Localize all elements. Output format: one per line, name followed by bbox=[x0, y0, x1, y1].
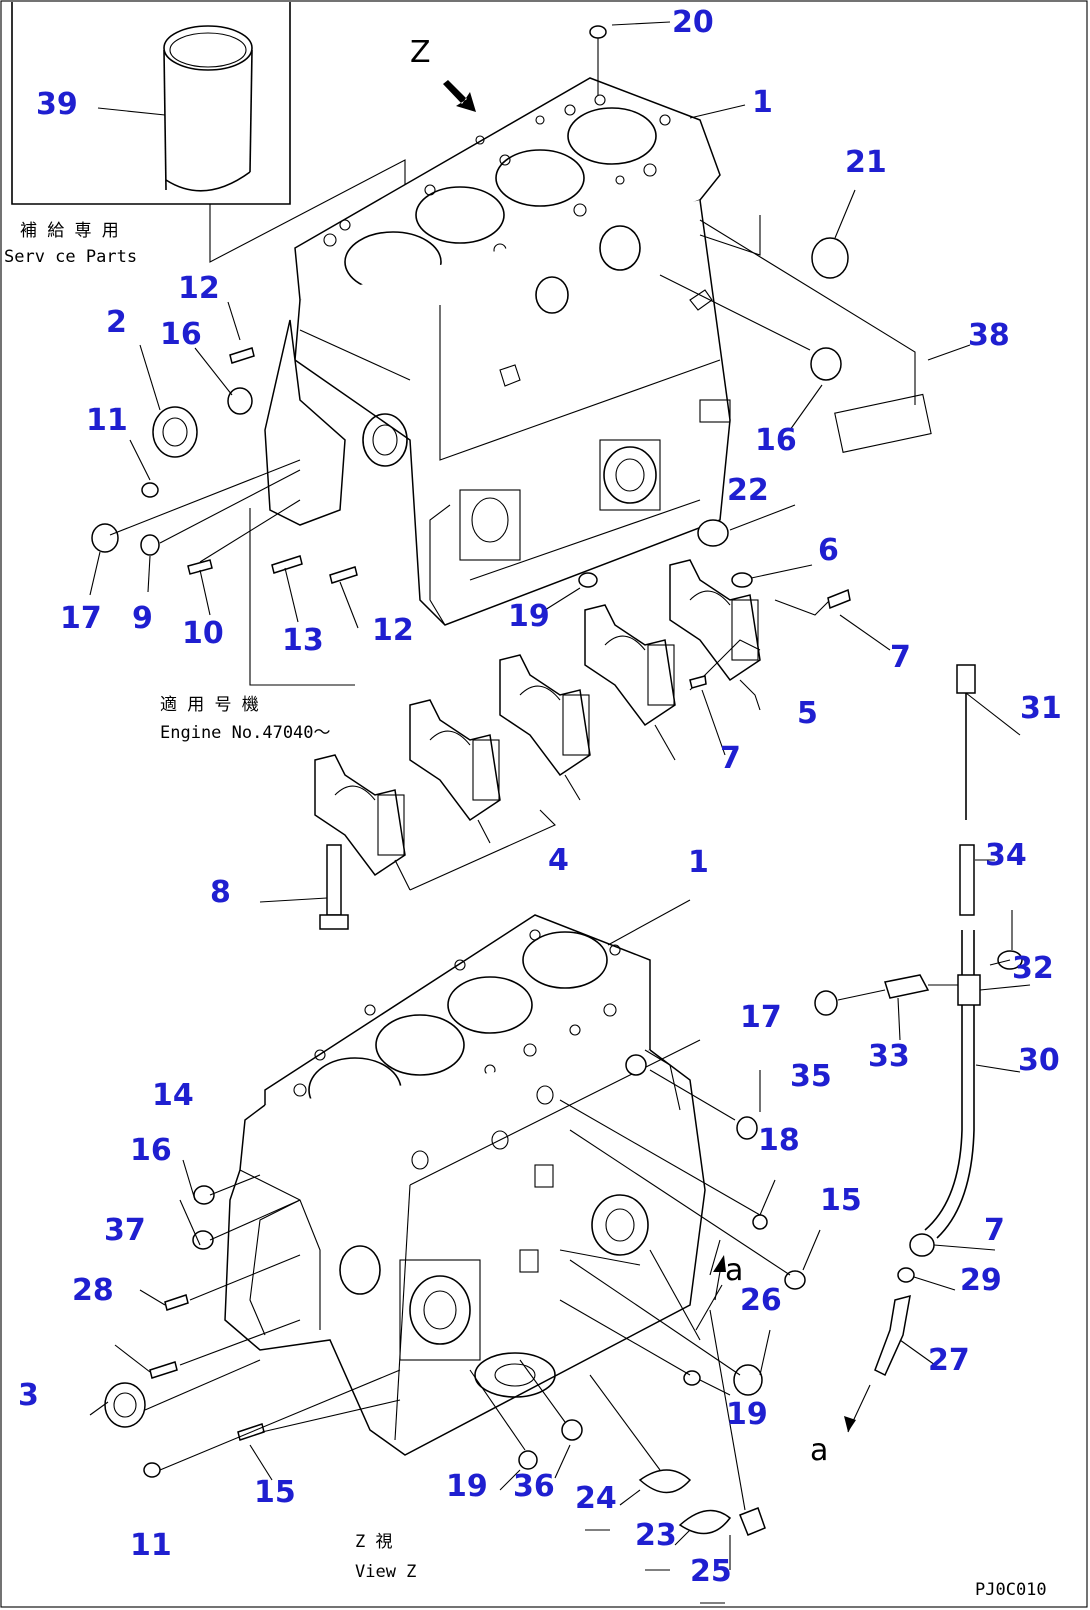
callout-31: 31 bbox=[1020, 691, 1062, 726]
callout-16: 16 bbox=[755, 423, 797, 458]
callout-14: 14 bbox=[152, 1078, 194, 1113]
callout-11: 11 bbox=[86, 403, 128, 438]
a-arrow-icon bbox=[713, 1255, 726, 1301]
callout-18: 18 bbox=[758, 1123, 800, 1158]
callout-15: 15 bbox=[820, 1183, 862, 1218]
callout-33: 33 bbox=[868, 1039, 910, 1074]
callout-1: 1 bbox=[688, 845, 709, 880]
lower-leaders bbox=[89, 899, 821, 1570]
lower-cylinder-block bbox=[224, 914, 706, 1456]
view-arrow-icon bbox=[443, 80, 476, 112]
callout-2: 2 bbox=[106, 305, 127, 340]
callout-17: 17 bbox=[60, 601, 102, 636]
callout-24: 24 bbox=[575, 1481, 617, 1516]
callout-35: 35 bbox=[790, 1059, 832, 1094]
callout-29: 29 bbox=[960, 1263, 1002, 1298]
callout-34: 34 bbox=[985, 838, 1027, 873]
upper-cylinder-block bbox=[264, 77, 731, 626]
callout-16: 16 bbox=[160, 317, 202, 352]
callout-8: 8 bbox=[210, 875, 231, 910]
view-caption-kanji: Z 視 bbox=[355, 1532, 392, 1552]
callout-25: 25 bbox=[690, 1554, 732, 1589]
arrow-ref-upper: a bbox=[725, 1253, 743, 1288]
callout-10: 10 bbox=[182, 616, 224, 651]
callout-38: 38 bbox=[968, 318, 1010, 353]
callout-23: 23 bbox=[635, 1518, 677, 1553]
callout-3: 3 bbox=[18, 1378, 39, 1413]
callout-7: 7 bbox=[890, 640, 911, 675]
serial-kanji: 適 用 号 機 bbox=[160, 695, 259, 715]
callout-11: 11 bbox=[130, 1528, 172, 1563]
callout-20: 20 bbox=[672, 5, 714, 40]
service-parts-inset: 39 補 給 専 用 Serv ce Parts bbox=[4, 2, 406, 267]
dipstick-assembly bbox=[814, 664, 1031, 1433]
callout-26: 26 bbox=[740, 1283, 782, 1318]
callout-21: 21 bbox=[845, 145, 887, 180]
cap-leaders bbox=[394, 564, 891, 891]
view-letter: Z bbox=[410, 35, 431, 70]
upper-leaders bbox=[89, 21, 971, 686]
arrow-ref-lower: a bbox=[810, 1433, 828, 1468]
view-caption-english: View Z bbox=[355, 1562, 416, 1582]
callout-1: 1 bbox=[752, 85, 773, 120]
callout-32: 32 bbox=[1012, 951, 1054, 986]
callout-22: 22 bbox=[727, 473, 769, 508]
inset-kanji: 補 給 専 用 bbox=[20, 221, 119, 241]
callout-4: 4 bbox=[548, 843, 569, 878]
upper-loose-parts bbox=[91, 25, 932, 588]
callout-27: 27 bbox=[928, 1343, 970, 1378]
callout-16: 16 bbox=[130, 1133, 172, 1168]
drawing-id: PJ0C010 bbox=[975, 1580, 1047, 1600]
callout-15: 15 bbox=[254, 1475, 296, 1510]
callout-37: 37 bbox=[104, 1213, 146, 1248]
callout-36: 36 bbox=[513, 1469, 555, 1504]
callout-19: 19 bbox=[508, 599, 550, 634]
inset-english: Serv ce Parts bbox=[4, 247, 137, 267]
callout-12: 12 bbox=[178, 271, 220, 306]
callout-17: 17 bbox=[740, 1000, 782, 1035]
callout-5: 5 bbox=[797, 696, 818, 731]
callout-13: 13 bbox=[282, 623, 324, 658]
callout-12: 12 bbox=[372, 613, 414, 648]
main-bearing-caps bbox=[314, 559, 761, 877]
cap-bolts bbox=[259, 572, 851, 930]
callout-19: 19 bbox=[446, 1469, 488, 1504]
callout-7: 7 bbox=[984, 1213, 1005, 1248]
callout-9: 9 bbox=[132, 601, 153, 636]
serial-english: Engine No.47040～ bbox=[160, 723, 331, 743]
callout-19: 19 bbox=[726, 1397, 768, 1432]
callout-39: 39 bbox=[36, 87, 78, 122]
lower-loose-parts bbox=[104, 1054, 806, 1536]
callout-6: 6 bbox=[818, 533, 839, 568]
callout-7: 7 bbox=[720, 741, 741, 776]
callout-30: 30 bbox=[1018, 1043, 1060, 1078]
callout-28: 28 bbox=[72, 1273, 114, 1308]
